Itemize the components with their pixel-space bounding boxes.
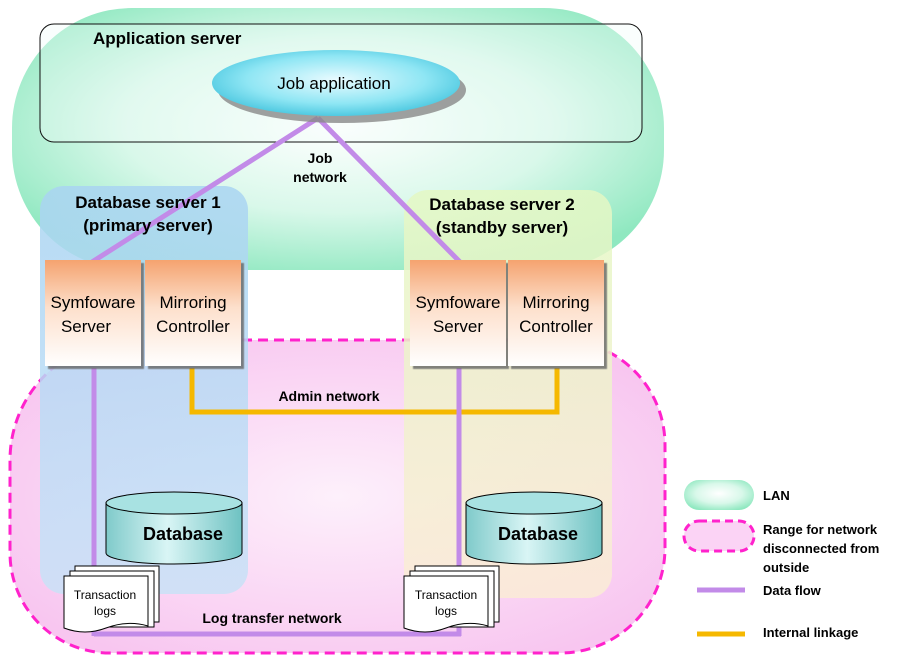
symfoware-server-2-label-1: Symfoware: [415, 293, 500, 312]
symfoware-server-1-label-1: Symfoware: [50, 293, 135, 312]
database-1-cylinder: [105, 491, 243, 565]
database-1-label: Database: [143, 524, 223, 544]
admin-network-label: Admin network: [278, 388, 379, 404]
legend-internal-linkage-label: Internal linkage: [763, 625, 858, 640]
db-server-2-title: Database server 2: [429, 195, 575, 214]
job-network-line-1: [90, 115, 320, 265]
mirroring-controller-1-label-2: Controller: [156, 317, 230, 336]
symfoware-server-2-label-2: Server: [433, 317, 483, 336]
transaction-logs-1-label-2: logs: [94, 604, 116, 618]
symfoware-server-2-box: [410, 260, 506, 366]
legend-range-label-1: Range for network: [763, 522, 878, 537]
mirroring-controller-2-label-2: Controller: [519, 317, 593, 336]
symfoware-server-1-box: [45, 260, 141, 366]
application-server-title: Application server: [93, 29, 242, 48]
log-transfer-network-label: Log transfer network: [202, 610, 341, 626]
mirroring-controller-1-label-1: Mirroring: [159, 293, 226, 312]
legend-lan-label: LAN: [763, 488, 790, 503]
legend-range-swatch: [682, 519, 756, 553]
mirroring-controller-2-box: [508, 260, 604, 366]
legend: LAN Range for network disconnected from …: [682, 480, 879, 640]
db-server-1-title: Database server 1: [75, 193, 221, 212]
job-application-label: Job application: [277, 74, 390, 93]
transaction-logs-1-icon: [63, 565, 160, 633]
database-2-cylinder: [465, 491, 603, 565]
symfoware-server-1-label-2: Server: [61, 317, 111, 336]
job-application-ellipse: [212, 50, 460, 116]
legend-data-flow-label: Data flow: [763, 583, 822, 598]
admin-network-line: [189, 368, 560, 415]
mirroring-controller-1-box: [145, 260, 241, 366]
transaction-logs-2-label-1: Transaction: [415, 588, 477, 602]
mirroring-controller-2-label-1: Mirroring: [522, 293, 589, 312]
job-network-label-1: Job: [308, 150, 333, 166]
legend-lan-swatch: [684, 480, 754, 510]
legend-range-label-3: outside: [763, 560, 809, 575]
job-network-line-2: [316, 116, 462, 264]
db-server-1-subtitle: (primary server): [83, 216, 212, 235]
transaction-logs-2-label-2: logs: [435, 604, 457, 618]
transaction-logs-2-icon: [403, 565, 500, 633]
legend-range-label-2: disconnected from: [763, 541, 879, 556]
database-2-label: Database: [498, 524, 578, 544]
db-server-2-subtitle: (standby server): [436, 218, 568, 237]
job-network-label-2: network: [293, 169, 347, 185]
transaction-logs-1-label-1: Transaction: [74, 588, 136, 602]
